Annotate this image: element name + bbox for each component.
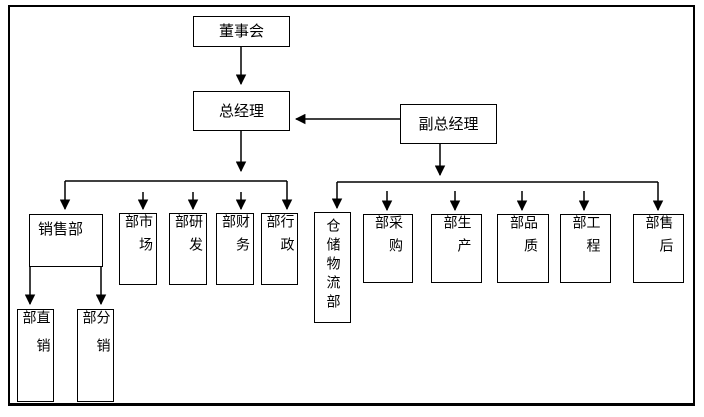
- node-quality: 品质部: [497, 214, 549, 283]
- node-general-manager: 总经理: [193, 91, 290, 131]
- node-finance: 财务部: [216, 213, 254, 285]
- node-board: 董事会: [193, 16, 290, 47]
- node-after-sales: 售后部: [633, 214, 684, 283]
- node-admin: 行政部: [261, 213, 298, 285]
- node-engineering: 工程部: [560, 214, 611, 283]
- node-direct-sales: 直销部: [17, 309, 54, 402]
- node-marketing: 市场部: [119, 213, 157, 285]
- node-warehouse-logistics: 仓储物流部: [314, 212, 351, 323]
- node-purchasing: 采购部: [363, 214, 413, 283]
- node-sales: 销售部: [29, 214, 103, 267]
- node-production: 生产部: [431, 214, 482, 283]
- node-deputy-general-manager: 副总经理: [400, 104, 497, 144]
- node-rnd: 研发部: [169, 213, 207, 285]
- node-distribution: 分销部: [77, 309, 114, 402]
